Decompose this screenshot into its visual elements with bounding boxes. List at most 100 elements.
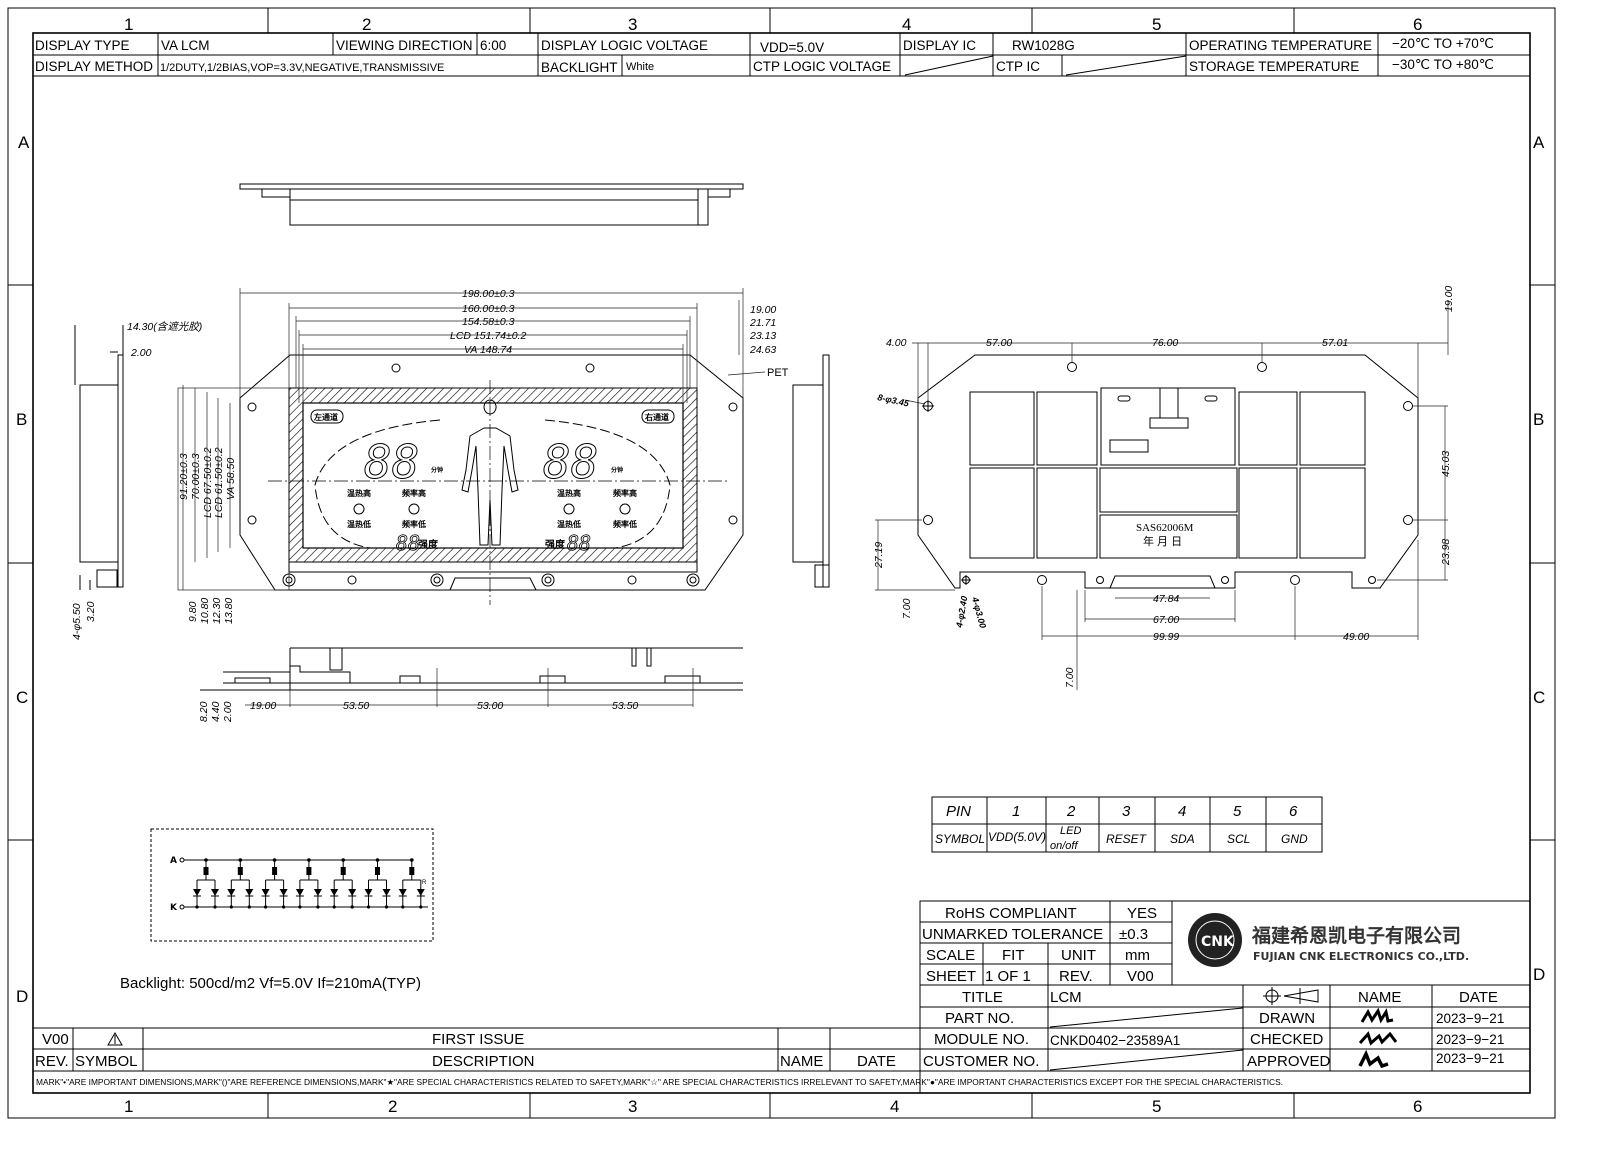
dim-glass-height: 70.00±0.3 [190,453,202,500]
backlight-tiles [969,391,1366,559]
right-side-view [792,354,830,588]
led-icon [279,889,288,896]
title-value: LCM [1050,989,1082,1006]
revision-table: V00 FIRST ISSUE REV. SYMBOL DESCRIPTION … [35,1031,896,1070]
checked-date: 2023−9−21 [1436,1032,1504,1047]
dim-left-27: 27.19 [873,542,885,569]
left-wave-icon [408,503,420,515]
dim-overall-width: 198.00±0.3 [462,288,515,300]
approved-signature [1358,1049,1389,1069]
junction-dot [419,905,423,909]
approved-label: APPROVED [1247,1053,1331,1070]
sheet-label: SHEET [926,968,976,985]
backlight-value: White [626,61,654,73]
resistor [375,867,380,875]
resistor [306,867,312,875]
drawing-frame: 1 2 3 4 5 6 1 2 3 4 5 6 A B C D A B C D [7,7,1556,1119]
dim-hole-99: 99.99 [1153,631,1179,643]
led-icon [193,889,201,896]
zone-col-1: 1 [124,15,133,34]
dim-pitch-53-50-left: 53.50 [343,700,369,712]
pin-3: 3 [1122,803,1131,820]
resistor [203,867,209,875]
bottom-view: 8.20 4.40 2.00 19.00 53.50 53.00 53.50 [198,647,743,723]
zone-col-6: 6 [1413,15,1422,34]
display-ic-label: DISPLAY IC [903,38,976,53]
viewing-direction-label: VIEWING DIRECTION [336,38,473,53]
viewing-area [302,402,684,549]
led-icon [313,889,322,896]
checked-label: CHECKED [1250,1031,1324,1048]
lcd-segments: 左通道 右通道 88 88 分钟 分钟 温热高 频率高 温热低 频率低 温热高 … [310,399,675,555]
unit-value: mm [1125,947,1150,964]
resistor [237,867,243,875]
junction-dot [401,905,405,909]
rohs-label: RoHS COMPLIANT [945,905,1077,922]
dim-slot-47: 47.84 [1153,593,1179,605]
back-view: SAS62006M 年 月 日 4.00 57.00 [873,286,1455,690]
dim-hole-57-right: 57.01 [1322,337,1348,349]
symbol-3: RESET [1106,832,1148,846]
back-holes [922,362,1413,589]
dim-overall-height: 91.20±0.3 [178,453,190,500]
part-no-label: PART NO. [945,1010,1014,1027]
left-intensity-digits: 88 [396,531,420,555]
date-header: DATE [1459,989,1498,1006]
right-channel-label: 右通道 [644,412,669,422]
zone-row-d-right: D [1533,965,1545,984]
resistor [409,867,415,875]
dim-height-4: 4.40 [210,701,222,722]
dim-hole-8x3-45: 8-φ3.45 [877,392,911,409]
company-name-cn: 福建希恩凯电子有限公司 [1251,924,1461,947]
date-label: 年 月 日 [1143,534,1182,548]
name-column-label: NAME [780,1053,823,1070]
zone-col-3-bottom: 3 [628,1097,637,1116]
led-icon [227,889,236,896]
led-icon [382,889,391,896]
junction-dot [332,905,336,909]
left-arc-segments [314,419,441,549]
zone-col-2: 2 [362,15,371,34]
zone-col-1-bottom: 1 [124,1097,133,1116]
company-logo: CNK [1188,913,1242,967]
dim-hole-57-left: 57.00 [986,337,1012,349]
resistor [272,867,278,875]
pin-5: 5 [1233,803,1242,820]
hole-dim: 4-φ5.50 [71,603,83,640]
symbol-2-line1: LED [1060,825,1081,837]
logo-text: CNK [1201,934,1235,950]
pin-1: 1 [1012,803,1020,820]
projection-symbol-icon [1263,987,1319,1005]
company-name-en: FUJIAN CNK ELECTRONICS CO.,LTD. [1253,950,1469,963]
dim-va-height: VA 58.50 [225,458,237,500]
mounting-plate-outline [239,354,744,591]
scale-label: SCALE [926,947,975,964]
junction-dot [350,905,354,909]
symbol-4: SDA [1170,832,1195,846]
display-type-value: VA LCM [161,38,210,53]
right-thermometer-icon [563,503,575,515]
description-column-label: DESCRIPTION [432,1053,535,1070]
front-view: 左通道 右通道 88 88 分钟 分钟 温热高 频率高 温热低 频率低 温热高 … [177,288,789,624]
led-icon [398,889,407,896]
zone-row-a: A [18,133,30,152]
dim-bottom-7: 7.00 [1064,667,1076,688]
operating-temp-value: −20℃ TO +70℃ [1392,36,1494,51]
storage-temp-label: STORAGE TEMPERATURE [1189,59,1359,74]
pin-4: 4 [1178,803,1186,820]
backlight-label: BACKLIGHT [541,60,618,75]
name-header: NAME [1358,989,1401,1006]
junction-dot [298,905,302,909]
symbol-5: SCL [1227,832,1250,846]
left-timer-digits: 88 [364,435,419,489]
display-method-label: DISPLAY METHOD [35,59,153,74]
right-intensity-label: 强度 [545,538,566,551]
title-label: TITLE [962,989,1003,1006]
rohs-value: YES [1127,905,1157,922]
right-freq-high: 频率高 [613,488,637,498]
checked-signature [1358,1031,1398,1046]
storage-temp-value: −30℃ TO +80℃ [1392,57,1494,72]
left-minutes-label: 分钟 [431,466,443,474]
approved-date: 2023−9−21 [1436,1051,1504,1066]
dim-bottom-9: 9.80 [187,601,199,622]
